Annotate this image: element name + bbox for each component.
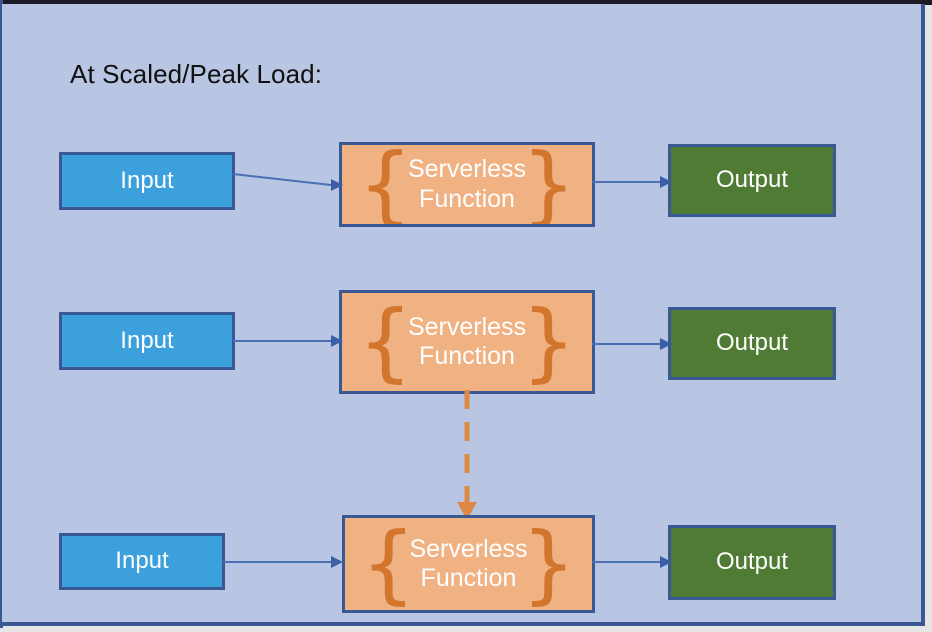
serverless-function-box-row1[interactable]: { } Serverless Function (339, 142, 595, 227)
page-title: At Scaled/Peak Load: (70, 59, 323, 89)
serverless-function-label: Serverless Function (409, 534, 528, 593)
input-box-row3[interactable]: Input (59, 533, 225, 590)
connector-function-to-output-row2 (592, 338, 672, 350)
serverless-function-label: Serverless Function (407, 312, 527, 371)
serverless-function-box-row3[interactable]: { } Serverless Function (342, 515, 595, 613)
output-box-row2[interactable]: Output (668, 307, 836, 380)
connector-input-to-function-row3 (223, 556, 343, 568)
input-label: Input (120, 166, 174, 194)
slide-left-rule (0, 0, 3, 628)
connector-input-to-function-row2 (233, 335, 343, 347)
serverless-function-box-row2[interactable]: { } Serverless Function (339, 290, 595, 394)
connector-input-to-function-row1 (233, 173, 343, 191)
slide-panel: At Scaled/Peak Load: Input { } Serverles… (2, 4, 925, 626)
input-box-row2[interactable]: Input (59, 312, 235, 370)
input-label: Input (120, 326, 174, 354)
output-label: Output (715, 548, 789, 576)
slide-top-rule (0, 0, 932, 5)
output-box-row3[interactable]: Output (668, 525, 836, 600)
output-label: Output (715, 166, 789, 194)
connector-function-to-output-row3 (592, 556, 672, 568)
connector-function-to-output-row1 (592, 176, 672, 188)
output-label: Output (715, 329, 789, 357)
input-label: Input (115, 547, 169, 575)
serverless-function-label: Serverless Function (407, 155, 527, 213)
input-box-row1[interactable]: Input (59, 152, 235, 210)
scale-out-dashed-arrow (457, 390, 477, 520)
output-box-row1[interactable]: Output (668, 144, 836, 217)
